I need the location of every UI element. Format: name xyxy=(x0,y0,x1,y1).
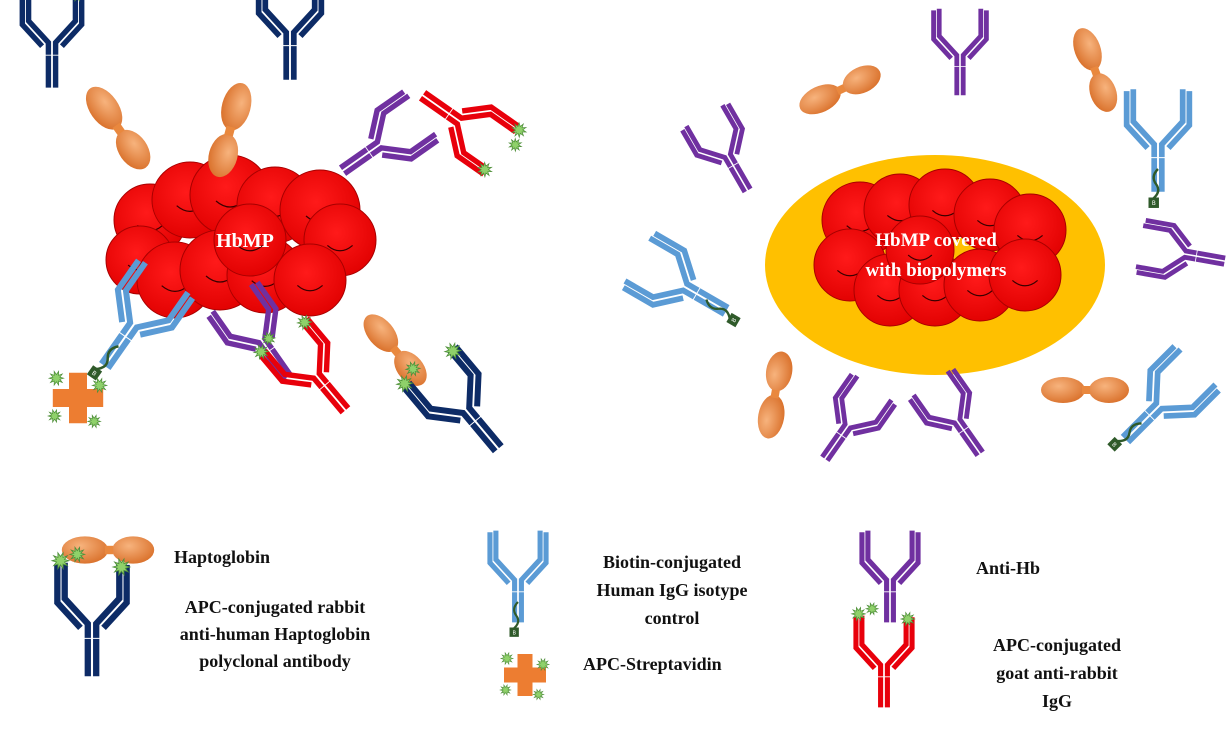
svg-text:B: B xyxy=(90,370,97,378)
hbmp-covered-label-line-1: HbMP covered xyxy=(875,230,997,251)
biotin-antibody-1: B xyxy=(86,258,196,381)
haptoglobin-3 xyxy=(363,314,427,386)
legend-biotin-igg-icon: B xyxy=(487,530,549,637)
hbmp-covered-label-line-2: with biopolymers xyxy=(866,260,1007,281)
rabbit-antibody-3 xyxy=(395,341,504,454)
hbmp-cluster xyxy=(105,154,377,319)
legend-apc-streptavidin-icon xyxy=(499,651,551,701)
biotin-antibody-4: B xyxy=(1107,344,1221,452)
svg-text:B: B xyxy=(1152,201,1156,207)
legend-anti-hb-label: Anti-Hb xyxy=(976,558,1040,578)
biotin-antibody-2: B xyxy=(1123,89,1193,208)
haptoglobin-1 xyxy=(85,86,151,170)
hbmp-label: HbMP xyxy=(216,230,274,252)
rabbit-antibody-1 xyxy=(19,0,85,88)
svg-text:B: B xyxy=(731,317,738,323)
anti-hb-2 xyxy=(206,280,293,382)
rabbit-antibody-2 xyxy=(255,0,325,80)
anti-hb-3 xyxy=(931,8,989,96)
haptoglobin-2 xyxy=(208,82,252,178)
legend-biotin-igg-label-2: Human IgG isotype xyxy=(596,580,747,600)
legend-biotin-igg-label-3: control xyxy=(645,608,700,628)
anti-hb-5 xyxy=(1135,218,1226,280)
anti-hb-7 xyxy=(907,367,985,458)
haptoglobin-7 xyxy=(1041,377,1129,403)
haptoglobin-5 xyxy=(1073,28,1118,112)
anti-hb-6 xyxy=(820,372,898,463)
legend-apc-streptavidin-label: APC-Streptavidin xyxy=(583,654,722,674)
biotin-antibody-3: B xyxy=(621,230,741,328)
legend-anti-hb-icon xyxy=(859,530,921,623)
legend-apc-goat-label-2: goat anti-rabbit xyxy=(996,663,1118,683)
svg-text:B: B xyxy=(512,630,516,636)
legend-apc-rabbit-label-1: APC-conjugated rabbit xyxy=(185,597,366,617)
legend-apc-goat-label-1: APC-conjugated xyxy=(993,635,1121,655)
haptoglobin-4 xyxy=(799,65,881,115)
legend-apc-goat-icon xyxy=(850,601,916,708)
svg-text:B: B xyxy=(1110,442,1117,449)
legend-haptoglobin-label: Haptoglobin xyxy=(174,547,270,567)
diagram-objects: B B B B B xyxy=(19,0,1226,708)
streptavidin-1 xyxy=(47,370,109,429)
anti-hb-1 xyxy=(338,89,440,176)
anti-hb-4 xyxy=(680,102,753,194)
legend-apc-rabbit-label-2: anti-human Haptoglobin xyxy=(180,624,371,644)
legend-apc-goat-label-3: IgG xyxy=(1042,691,1072,711)
legend-apc-rabbit-icon xyxy=(50,545,132,677)
goat-antibody-2 xyxy=(252,314,351,415)
hbmp-covered-cluster xyxy=(813,168,1067,327)
diagram-text: HbMP HbMP covered with biopolymers Hapto… xyxy=(174,230,1121,711)
goat-antibody-1 xyxy=(418,90,528,179)
haptoglobin-6 xyxy=(757,351,793,439)
legend-apc-rabbit-label-3: polyclonal antibody xyxy=(199,651,351,671)
legend-biotin-igg-label-1: Biotin-conjugated xyxy=(603,552,741,572)
